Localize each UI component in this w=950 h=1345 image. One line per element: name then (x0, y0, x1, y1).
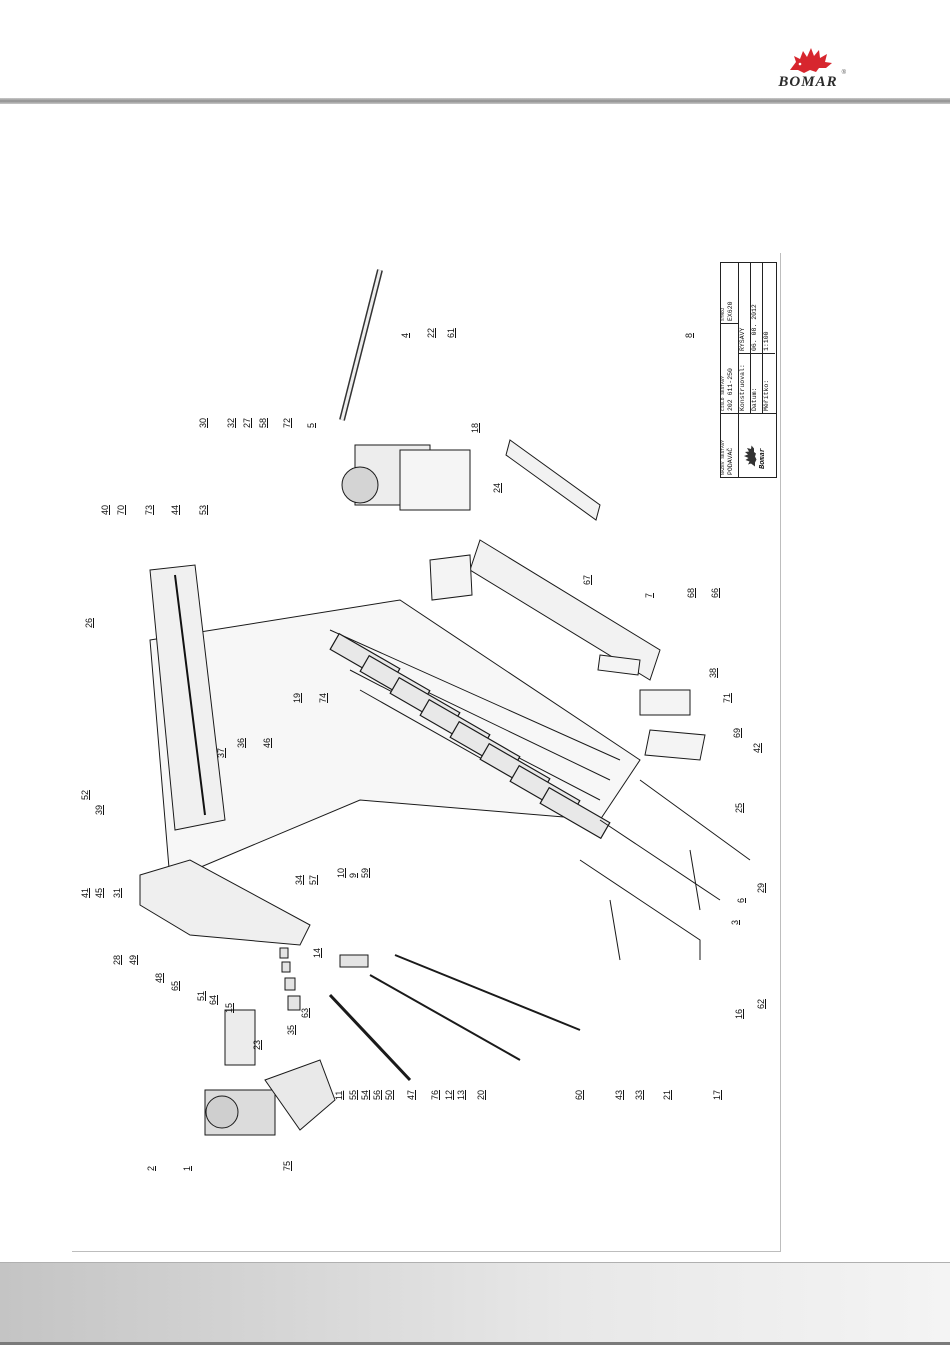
callout-28: 28 (112, 954, 122, 965)
callout-22: 22 (426, 327, 436, 338)
callout-35: 35 (286, 1024, 296, 1035)
callout-76: 76 (430, 1089, 440, 1100)
callout-27: 27 (242, 417, 252, 428)
callout-56: 56 (372, 1089, 382, 1100)
callout-9: 9 (348, 872, 358, 878)
registered-mark: ® (841, 70, 846, 76)
title-block: NÁZEV SESTAVY PODAVAČ ČÍSLO SESTAVY 202 … (720, 262, 777, 478)
callout-59: 59 (360, 867, 370, 878)
date-label: Datum: (751, 353, 762, 413)
name-value: PODAVAČ (727, 447, 734, 475)
callout-32: 32 (226, 417, 236, 428)
callout-72: 72 (282, 417, 292, 428)
logo-text: BOMAR (778, 74, 838, 90)
scale-label: Měřítko: (763, 353, 775, 413)
callout-68: 68 (686, 587, 696, 598)
callout-69: 69 (732, 727, 742, 738)
callout-41: 41 (80, 887, 90, 898)
callout-39: 39 (94, 804, 104, 815)
callout-66: 66 (710, 587, 720, 598)
callout-60: 60 (574, 1089, 584, 1100)
callout-52: 52 (80, 789, 90, 800)
callout-64: 64 (208, 994, 218, 1005)
callout-73: 73 (144, 504, 154, 515)
callout-24: 24 (492, 482, 502, 493)
callout-20: 20 (476, 1089, 486, 1100)
callout-3: 3 (730, 919, 740, 925)
callout-33: 33 (634, 1089, 644, 1100)
callout-7: 7 (644, 592, 654, 598)
callout-29: 29 (756, 882, 766, 893)
callout-25: 25 (734, 802, 744, 813)
callout-75: 75 (282, 1160, 292, 1171)
callout-47: 47 (406, 1089, 416, 1100)
callout-4: 4 (400, 332, 410, 338)
callout-19: 19 (292, 692, 302, 703)
mini-logo-text: Bomar (759, 447, 767, 469)
code-value: 202 611-250 (727, 368, 734, 411)
callout-67: 67 (582, 574, 592, 585)
scale-value: 1:100 (763, 331, 770, 351)
callout-10: 10 (336, 867, 346, 878)
exploded-assembly-drawing (139, 269, 751, 1136)
callout-15: 15 (224, 1002, 234, 1013)
callout-42: 42 (752, 742, 762, 753)
callout-5: 5 (306, 422, 316, 428)
callout-26: 26 (84, 617, 94, 628)
designer-value: RYSAVY (739, 327, 746, 351)
callout-48: 48 (154, 972, 164, 983)
callout-49: 49 (128, 954, 138, 965)
callout-61: 61 (446, 327, 456, 338)
callout-71: 71 (722, 692, 732, 703)
callout-65: 65 (170, 980, 180, 991)
callout-17: 17 (712, 1089, 722, 1100)
callout-53: 53 (198, 504, 208, 515)
callout-23: 23 (252, 1039, 262, 1050)
callout-54: 54 (360, 1089, 370, 1100)
callout-14: 14 (312, 947, 322, 958)
callout-74: 74 (318, 692, 328, 703)
designer-label: Konstruoval: (739, 353, 750, 413)
callout-31: 31 (112, 887, 122, 898)
drawing-sheet: 40 70 73 44 53 26 30 32 27 58 72 5 4 22 … (72, 253, 781, 1252)
dinosaur-logo-icon (790, 48, 832, 73)
mini-logo: Bomar (739, 413, 776, 477)
callout-43: 43 (614, 1089, 624, 1100)
callout-40: 40 (100, 504, 110, 515)
callout-44: 44 (170, 504, 180, 515)
callout-34: 34 (294, 874, 304, 885)
header-divider (0, 98, 950, 104)
callout-62: 62 (756, 998, 766, 1009)
callout-51: 51 (196, 990, 206, 1001)
callout-45: 45 (94, 887, 104, 898)
mini-dinosaur-icon (744, 445, 757, 467)
callout-18: 18 (470, 422, 480, 433)
date-value: 06. 08. 2012 (751, 304, 758, 351)
callout-70: 70 (116, 504, 126, 515)
callout-38: 38 (708, 667, 718, 678)
callout-1: 1 (182, 1165, 192, 1171)
callout-16: 16 (734, 1008, 744, 1019)
callout-63: 63 (300, 1007, 310, 1018)
callout-58: 58 (258, 417, 268, 428)
callout-46: 46 (262, 737, 272, 748)
callout-12: 12 (444, 1089, 454, 1100)
machine-value: EX620 (727, 301, 734, 321)
callout-8: 8 (684, 332, 694, 338)
callout-11: 11 (334, 1090, 344, 1100)
callout-36: 36 (236, 737, 246, 748)
callout-2: 2 (146, 1165, 156, 1171)
callout-55: 55 (348, 1089, 358, 1100)
title-row-name: NÁZEV SESTAVY PODAVAČ ČÍSLO SESTAVY 202 … (721, 263, 739, 477)
callout-13: 13 (456, 1089, 466, 1100)
callout-57: 57 (308, 874, 318, 885)
footer-band (0, 1262, 950, 1345)
callout-30: 30 (198, 417, 208, 428)
callout-21: 21 (662, 1089, 672, 1100)
callout-50: 50 (384, 1089, 394, 1100)
bomar-logo: BOMAR ® (768, 44, 848, 98)
callout-37: 37 (216, 747, 226, 758)
callout-6: 6 (736, 897, 746, 903)
